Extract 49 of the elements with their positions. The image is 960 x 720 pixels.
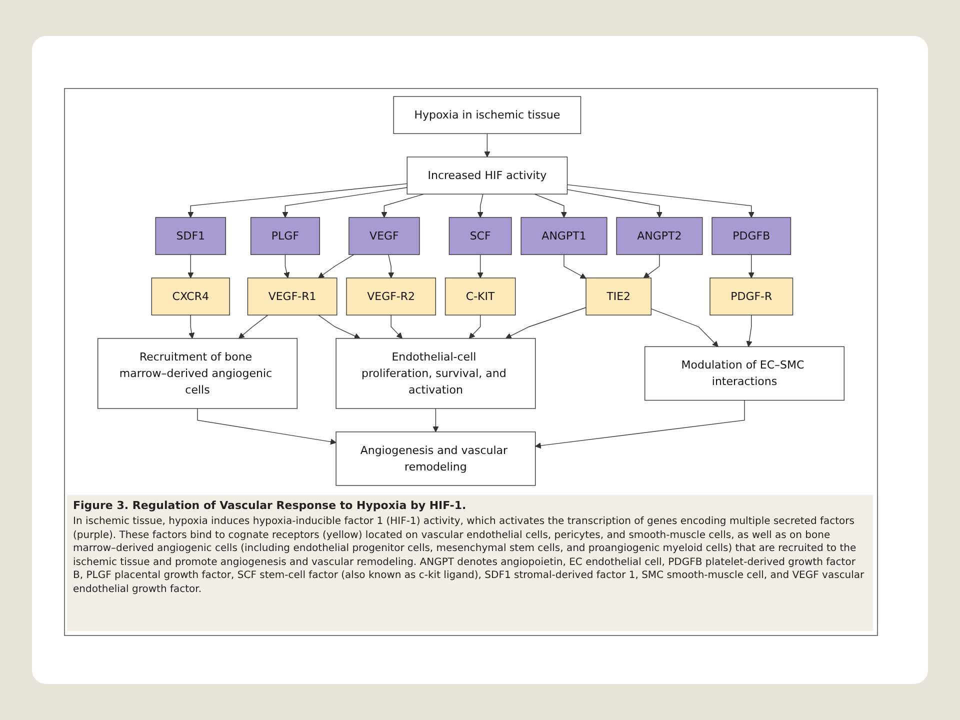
arrow <box>564 254 586 279</box>
node-box <box>520 217 608 255</box>
arrow <box>197 408 336 445</box>
node-box <box>250 217 320 255</box>
arrow <box>746 314 752 347</box>
node-box <box>336 338 536 409</box>
arrow <box>188 183 408 218</box>
node-box <box>444 278 516 316</box>
arrow <box>188 314 195 339</box>
node-box <box>616 217 703 255</box>
node-box <box>710 278 794 316</box>
arrow <box>534 194 567 218</box>
arrow <box>381 194 424 218</box>
arrow <box>238 314 268 339</box>
arrow <box>477 254 484 278</box>
figure-title: Figure 3. Regulation of Vascular Response to Hypoxia by HIF-1. <box>73 499 468 512</box>
node-box <box>151 278 230 316</box>
arrow <box>566 189 662 218</box>
arrow <box>650 308 718 347</box>
arrow <box>748 254 754 278</box>
arrow <box>432 408 439 432</box>
figure-panel: Hypoxia in ischemic tissue Increased HIF activity SDF1 PLGF VEGF SCF ANGPT1 ANGPT2 PDGFB CXCR4 VEGF-R1 VEGF-R2 C-KIT TIE2 PDGF-R Recruitment of bone marrow–derived angiogenic cells Endothelial-cell proliferation, survival, and activation Modulation of EC–SMC interactions Angiogenesis and vascular remodeling Figure 3. Regulation of Vascular Response to Hypoxia by HIF-1. In ischemic tissue, hypoxia induces hypoxia-inducible factor 1 (HIF-1) activity, which activates the transcription of genes encoding multiple secreted factors (purple). These factors bind to cognate receptors (yellow) located on vascular endothelial cells, pericytes, and smooth-muscle cells, as well as on bone marrow–derived angiogenic cells (including endothelial progenitor cells, mesenchymal stem cells, and proangiogenic myeloid cells) that are recruited to the ischemic tissue and promote angiogenesis and vascular remodeling. ANGPT denotes angiopoietin, EC endothelial cell, PDGFB platelet-derived growth factor B, PLGF placental growth factor, SCF stem-cell factor (also known as c-kit ligand), SDF1 stromal-derived factor 1, SMC smooth-muscle cell, and VEGF vascular endothelial growth factor. <box>64 88 878 636</box>
figure-caption: In ischemic tissue, hypoxia induces hypoxia-inducible factor 1 (HIF-1) activity, which activates the transcription of genes encoding multiple secreted factors (purple). These factors bind to cognate receptors (yellow) located on vascular endothelial cells, pericytes, and smooth-muscle cells, as well as on bone marrow–derived angiogenic cells (including endothelial progenitor cells, mesenchymal stem cells, and proangiogenic myeloid cells) that are recruited to the ischemic tissue and promote angiogenesis and vascular remodeling. ANGPT denotes angiopoietin, EC endothelial cell, PDGFB platelet-derived growth factor B, PLGF placental growth factor, SCF stem-cell factor (also known as c-kit ligand), SDF1 stromal-derived factor 1, SMC smooth-muscle cell, and VEGF vascular endothelial growth factor. <box>73 515 866 596</box>
node-box <box>98 338 298 409</box>
arrow <box>484 133 490 158</box>
arrow <box>477 194 484 218</box>
arrow <box>318 314 360 339</box>
node-box <box>346 278 436 316</box>
node-box <box>644 346 844 401</box>
arrow <box>566 184 754 218</box>
node-box <box>586 278 652 316</box>
arrow <box>188 254 194 278</box>
arrow <box>318 254 354 278</box>
node-box <box>393 96 582 134</box>
arrow <box>535 400 745 449</box>
arrow <box>643 254 660 278</box>
arrow <box>284 254 290 278</box>
node-box <box>448 217 512 255</box>
arrow <box>468 314 481 339</box>
node-box <box>712 217 792 255</box>
node-box <box>348 217 420 255</box>
arrow <box>388 254 394 278</box>
arrow <box>505 307 586 339</box>
node-box <box>155 217 226 255</box>
arrow <box>282 187 408 218</box>
arrow <box>390 314 403 339</box>
node-box <box>247 278 338 316</box>
node-box <box>406 156 568 194</box>
node-box <box>336 432 536 486</box>
